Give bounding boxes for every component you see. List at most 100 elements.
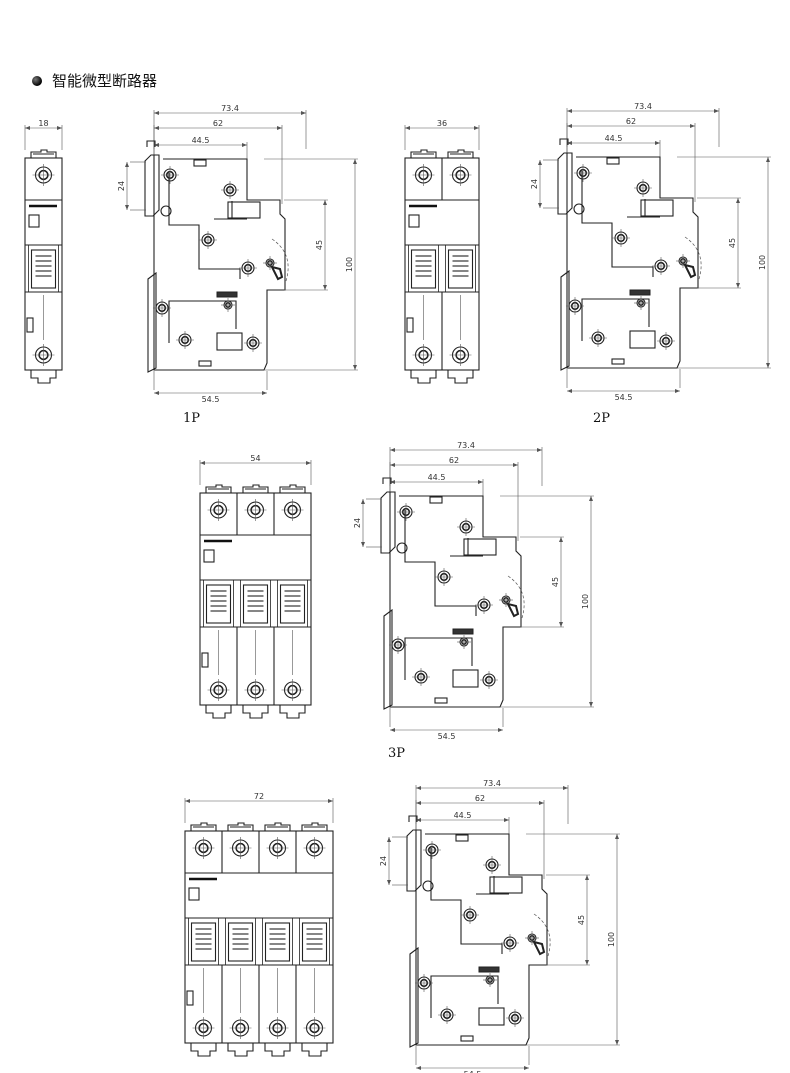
handle-frame <box>225 917 256 966</box>
top-clip <box>205 484 232 493</box>
side-details <box>144 140 289 373</box>
bottom-clip <box>410 370 437 384</box>
section-title-text: 智能微型断路器 <box>52 72 158 90</box>
handle-frame <box>277 579 308 628</box>
top-clip <box>190 822 217 831</box>
trip-block <box>478 1007 505 1026</box>
bottom-dimension-text: 54.5 <box>464 1070 482 1073</box>
handle <box>30 249 57 289</box>
marking-icon <box>28 214 40 228</box>
toggle-icon <box>683 263 697 279</box>
overall-dimension-text: 73.4 <box>483 779 501 788</box>
top-slot <box>193 159 207 167</box>
top-clip <box>242 484 269 493</box>
pivot-hole <box>573 203 585 215</box>
reach-dimension-text: 45 <box>315 240 324 250</box>
top-clip <box>447 149 474 158</box>
front-view-4p: 72 <box>184 792 334 1057</box>
top-clip <box>410 149 437 158</box>
handle-frame <box>28 244 59 293</box>
coil-block <box>227 201 261 219</box>
din-rail-clip <box>560 269 570 371</box>
height-dimension-text: 100 <box>758 255 767 270</box>
bottom-clip <box>227 1043 254 1057</box>
short-dimension-text: 44.5 <box>192 136 210 145</box>
bimetal-strip <box>629 289 651 296</box>
top-clip <box>30 149 57 158</box>
handle-frame <box>188 917 219 966</box>
width-dimension-text: 72 <box>254 792 264 801</box>
bottom-clip <box>190 1043 217 1057</box>
lever-dimension-text: 24 <box>379 856 388 866</box>
short-dimension-text: 44.5 <box>428 473 446 482</box>
bottom-slot <box>611 358 625 365</box>
top-slot <box>455 834 469 842</box>
coil-block <box>489 876 523 894</box>
handle <box>447 249 474 289</box>
mid-dimension-text: 62 <box>475 794 485 803</box>
inner-contour <box>581 171 660 341</box>
top-clip <box>301 822 328 831</box>
side-body <box>415 830 548 1046</box>
side-details <box>380 477 525 710</box>
swing-arc <box>684 236 702 280</box>
bottom-dimension-text: 54.5 <box>438 732 456 741</box>
reach-dimension-text: 45 <box>551 577 560 587</box>
lever <box>144 140 160 217</box>
width-dimension-text: 54 <box>250 454 260 463</box>
short-dimension-text: 44.5 <box>454 811 472 820</box>
arrow-icon <box>361 499 365 547</box>
height-dimension-text: 100 <box>581 594 590 609</box>
coil-block <box>640 199 674 217</box>
trip-block <box>216 332 243 351</box>
marking-icon <box>188 887 200 901</box>
top-clip <box>227 822 254 831</box>
reach-dimension-text: 45 <box>577 915 586 925</box>
handle <box>279 584 306 624</box>
top-clip <box>264 822 291 831</box>
bimetal-strip <box>452 628 474 635</box>
din-rail-clip <box>147 271 157 373</box>
bottom-slot <box>198 360 212 367</box>
din-rail-clip <box>409 946 419 1048</box>
handle-frame <box>262 917 293 966</box>
trip-block <box>629 330 656 349</box>
handle-frame <box>408 244 439 293</box>
reach-dimension-text: 45 <box>728 238 737 248</box>
side-latch <box>406 317 414 333</box>
marking-icon <box>203 549 215 563</box>
front-body <box>24 157 63 371</box>
handle <box>190 922 217 962</box>
side-latch <box>26 317 34 333</box>
handle <box>410 249 437 289</box>
inner-contour <box>168 173 247 343</box>
swing-arc <box>271 238 289 282</box>
bimetal-strip <box>478 966 500 973</box>
inner-contour <box>404 510 483 680</box>
top-slot <box>429 496 443 504</box>
side-body <box>389 492 522 708</box>
swing-arc <box>533 913 551 957</box>
top-clip <box>279 484 306 493</box>
bottom-clip <box>205 705 232 719</box>
lever <box>557 138 573 215</box>
handle <box>301 922 328 962</box>
side-latch <box>201 652 209 668</box>
overall-dimension-text: 73.4 <box>221 104 239 113</box>
bullet-icon <box>32 75 42 86</box>
handle <box>264 922 291 962</box>
arrow-icon <box>125 162 129 210</box>
top-slot <box>606 157 620 165</box>
lever <box>380 477 396 554</box>
overall-dimension-text: 73.4 <box>634 102 652 111</box>
arrow-icon <box>538 160 542 208</box>
bottom-dimension-text: 54.5 <box>615 393 633 402</box>
bimetal-strip <box>216 291 238 298</box>
bottom-dimension-text: 54.5 <box>202 395 220 404</box>
handle <box>242 584 269 624</box>
handle-frame <box>299 917 330 966</box>
handle-frame <box>240 579 271 628</box>
